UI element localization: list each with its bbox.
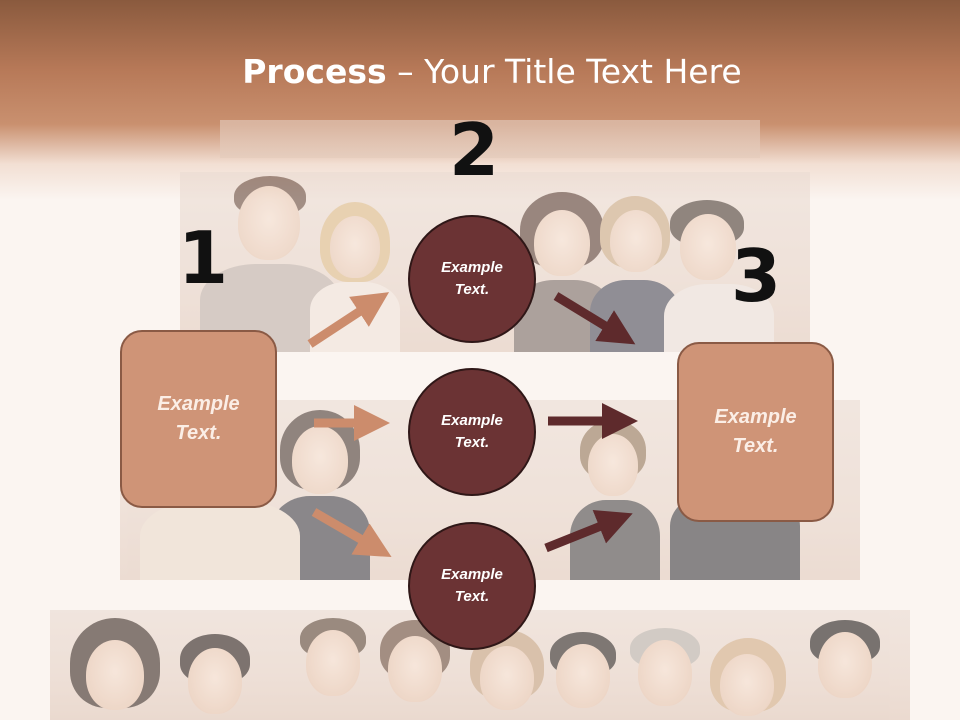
left-box-line-2: Text. xyxy=(175,422,222,444)
circle-top-line-2: Text. xyxy=(454,281,490,298)
background-photo-top xyxy=(220,120,760,158)
left-text-box: Example Text. xyxy=(120,330,277,508)
left-box-line-1: Example xyxy=(157,393,240,415)
arrow-bottom-to-right xyxy=(544,509,633,553)
step-number-2: 2 xyxy=(449,108,500,192)
title-bold: Process xyxy=(242,52,387,91)
circle-top: Example Text. xyxy=(408,215,536,343)
right-box-line-1: Example xyxy=(714,406,797,428)
background-photo-row-1 xyxy=(180,172,810,352)
circle-bottom-line-2: Text. xyxy=(454,588,490,605)
circle-bottom: Example Text. xyxy=(408,522,536,650)
circle-middle: Example Text. xyxy=(408,368,536,496)
arrow-left-to-bottom xyxy=(311,508,392,558)
page-title: Process – Your Title Text Here xyxy=(0,52,960,91)
circle-middle-line-2: Text. xyxy=(454,434,490,451)
step-number-3: 3 xyxy=(731,234,782,318)
circle-top-line-1: Example xyxy=(441,258,503,276)
arrow-top-to-right xyxy=(553,292,636,345)
step-number-1: 1 xyxy=(178,216,229,300)
right-text-box: Example Text. xyxy=(677,342,834,522)
arrow-left-to-top xyxy=(307,292,390,348)
circle-bottom-line-1: Example xyxy=(441,565,503,583)
circle-middle-line-1: Example xyxy=(441,411,503,429)
title-rest: – Your Title Text Here xyxy=(386,52,742,91)
header-band xyxy=(0,0,960,200)
right-box-line-2: Text. xyxy=(732,435,779,457)
